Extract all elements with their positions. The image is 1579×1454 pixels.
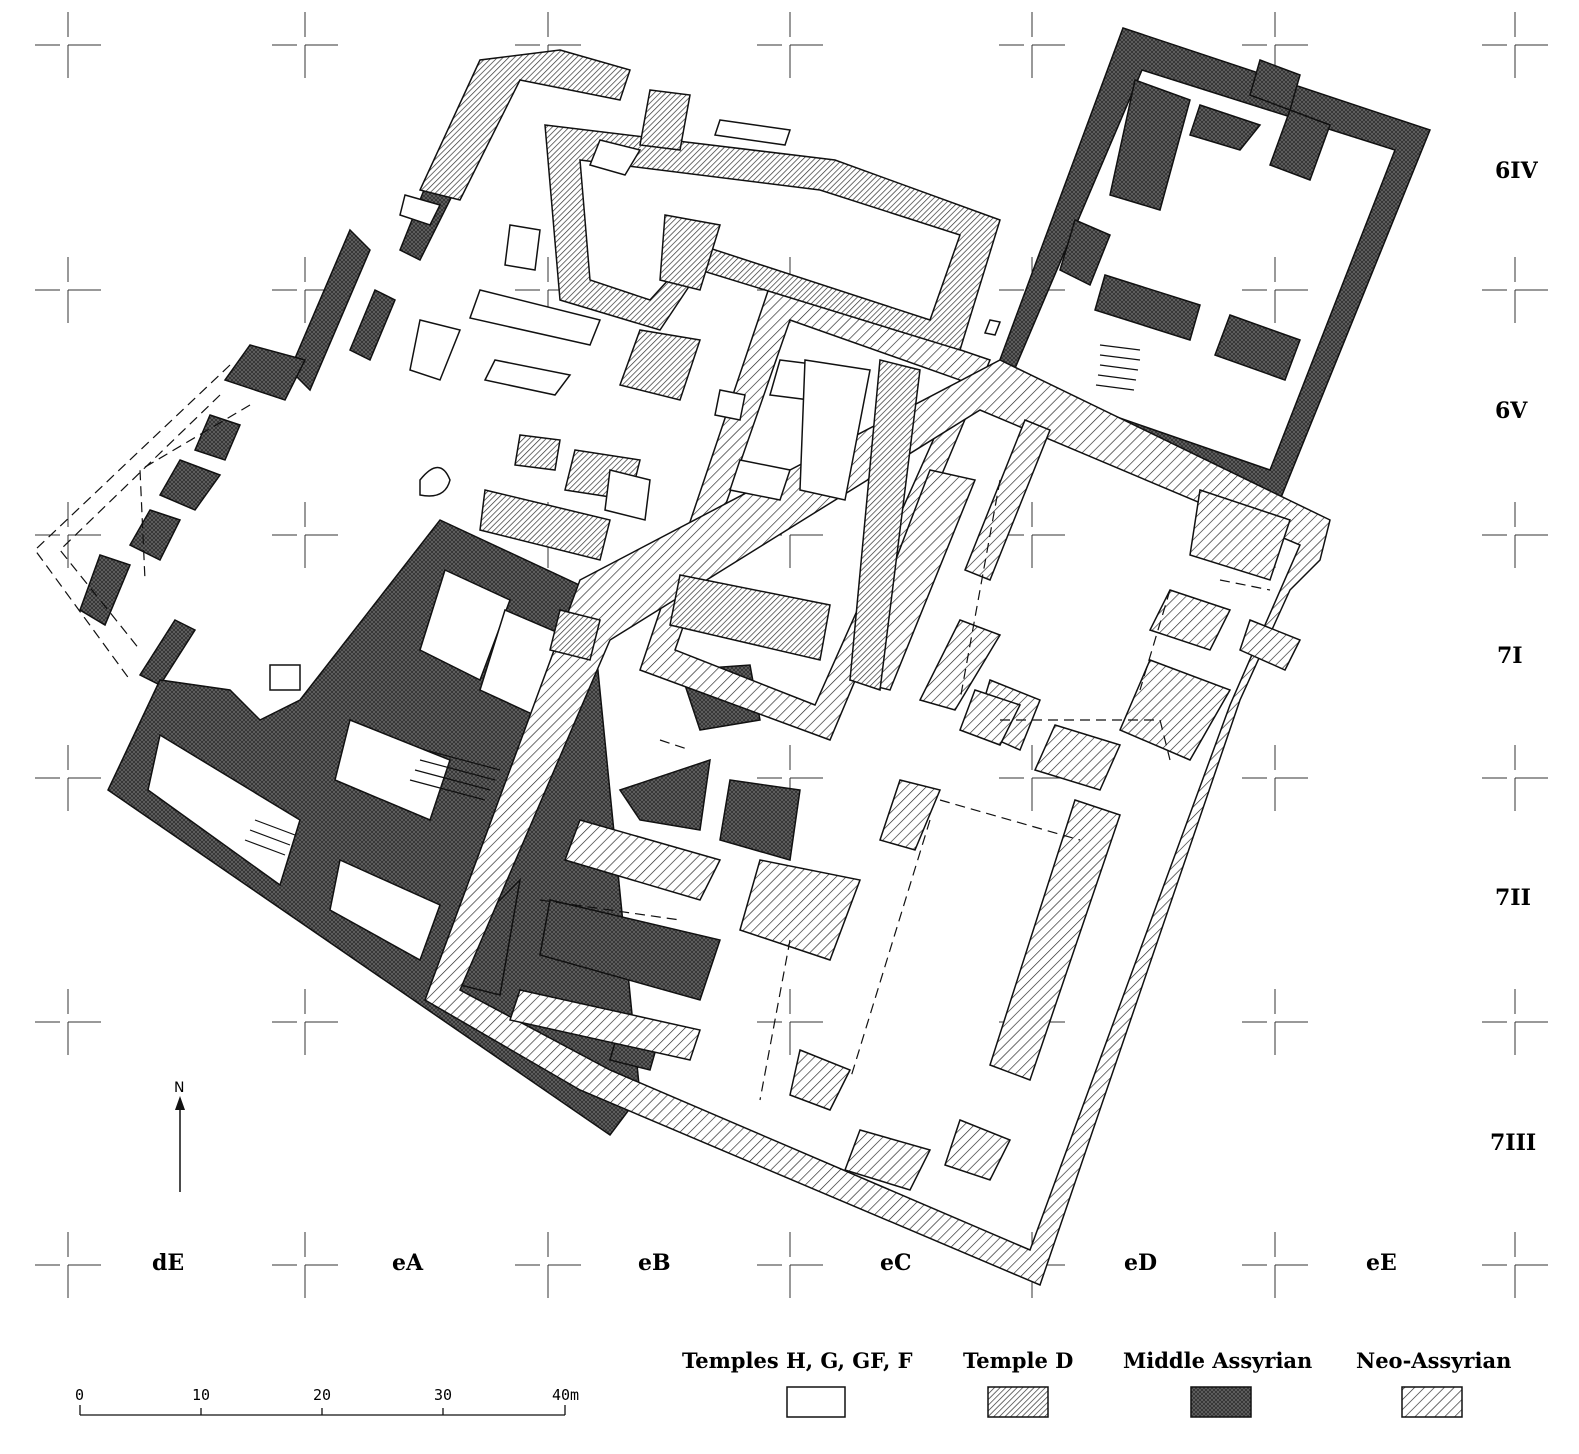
scale-tick-20: 20 [313,1386,331,1404]
grid-cross [35,745,101,811]
grid-cross [35,257,101,323]
grid-cross [272,12,338,78]
grid-cross [757,989,823,1055]
scale-tick-30: 30 [434,1386,452,1404]
legend: Temples H, G, GF, F Temple D Middle Assy… [682,1348,1511,1418]
grid-cross [999,745,1065,811]
row-label-7ii: 7II [1495,885,1531,911]
legend-swatch-middle-assyrian [1190,1386,1252,1418]
grid-cross [272,1232,338,1298]
grid-cross [1482,989,1548,1055]
grid-cross [35,502,101,568]
grid-cross [35,12,101,78]
row-label-6iv: 6IV [1495,158,1539,184]
grid-cross [1242,989,1308,1055]
scale-tick-0: 0 [75,1386,84,1404]
legend-label-middle-assyrian: Middle Assyrian [1123,1348,1312,1373]
row-label-6v: 6V [1495,398,1528,424]
grid-cross [1482,1232,1548,1298]
north-arrow-label: N [174,1080,184,1096]
legend-swatch-temple-d [987,1386,1049,1418]
row-label-7iii: 7III [1490,1130,1536,1156]
row-labels: 6IV 6V 7I 7II 7III [1490,158,1539,1156]
grid-cross [1242,257,1308,323]
col-label-ec: eC [880,1250,912,1276]
col-label-ee: eE [1366,1250,1397,1276]
grid-cross [757,12,823,78]
grid-cross [272,989,338,1055]
row-label-7i: 7I [1497,643,1523,669]
grid-cross [999,502,1065,568]
grid-cross [35,1232,101,1298]
grid-cross [1482,745,1548,811]
temples-hggff-outlines [269,119,1002,691]
scale-bar: 0 10 20 30 40m [75,1386,579,1416]
neo-assyrian-structures [424,284,1331,1287]
grid-cross [1482,502,1548,568]
legend-swatch-neo-assyrian [1401,1386,1463,1418]
grid-cross [999,12,1065,78]
grid-cross [757,1232,823,1298]
legend-swatch-temples-hggff [786,1386,846,1418]
legend-label-temples-hggff: Temples H, G, GF, F [682,1348,913,1373]
column-labels: dE eA eB eC eD eE [152,1250,1397,1276]
grid-cross [272,502,338,568]
legend-label-temple-d: Temple D [963,1348,1073,1373]
middle-assyrian-structures [79,27,1431,1137]
grid-cross [515,1232,581,1298]
temple-d-structures [418,49,1001,692]
grid-cross [35,989,101,1055]
col-label-ea: eA [392,1250,424,1276]
grid-cross [1242,1232,1308,1298]
col-label-de: dE [152,1250,184,1276]
grid-cross [1482,257,1548,323]
stair-markings [244,344,1141,856]
dashed-reconstruction-lines [34,364,1271,1101]
grid-cross [1242,745,1308,811]
grid-cross [1482,12,1548,78]
grid-crosses [35,12,1548,1298]
scale-tick-40m: 40m [552,1386,579,1404]
col-label-ed: eD [1124,1250,1157,1276]
north-arrow-icon [175,1096,185,1110]
scale-tick-10: 10 [192,1386,210,1404]
col-label-eb: eB [638,1250,671,1276]
north-arrow: N [174,1080,185,1192]
legend-label-neo-assyrian: Neo-Assyrian [1356,1348,1511,1373]
